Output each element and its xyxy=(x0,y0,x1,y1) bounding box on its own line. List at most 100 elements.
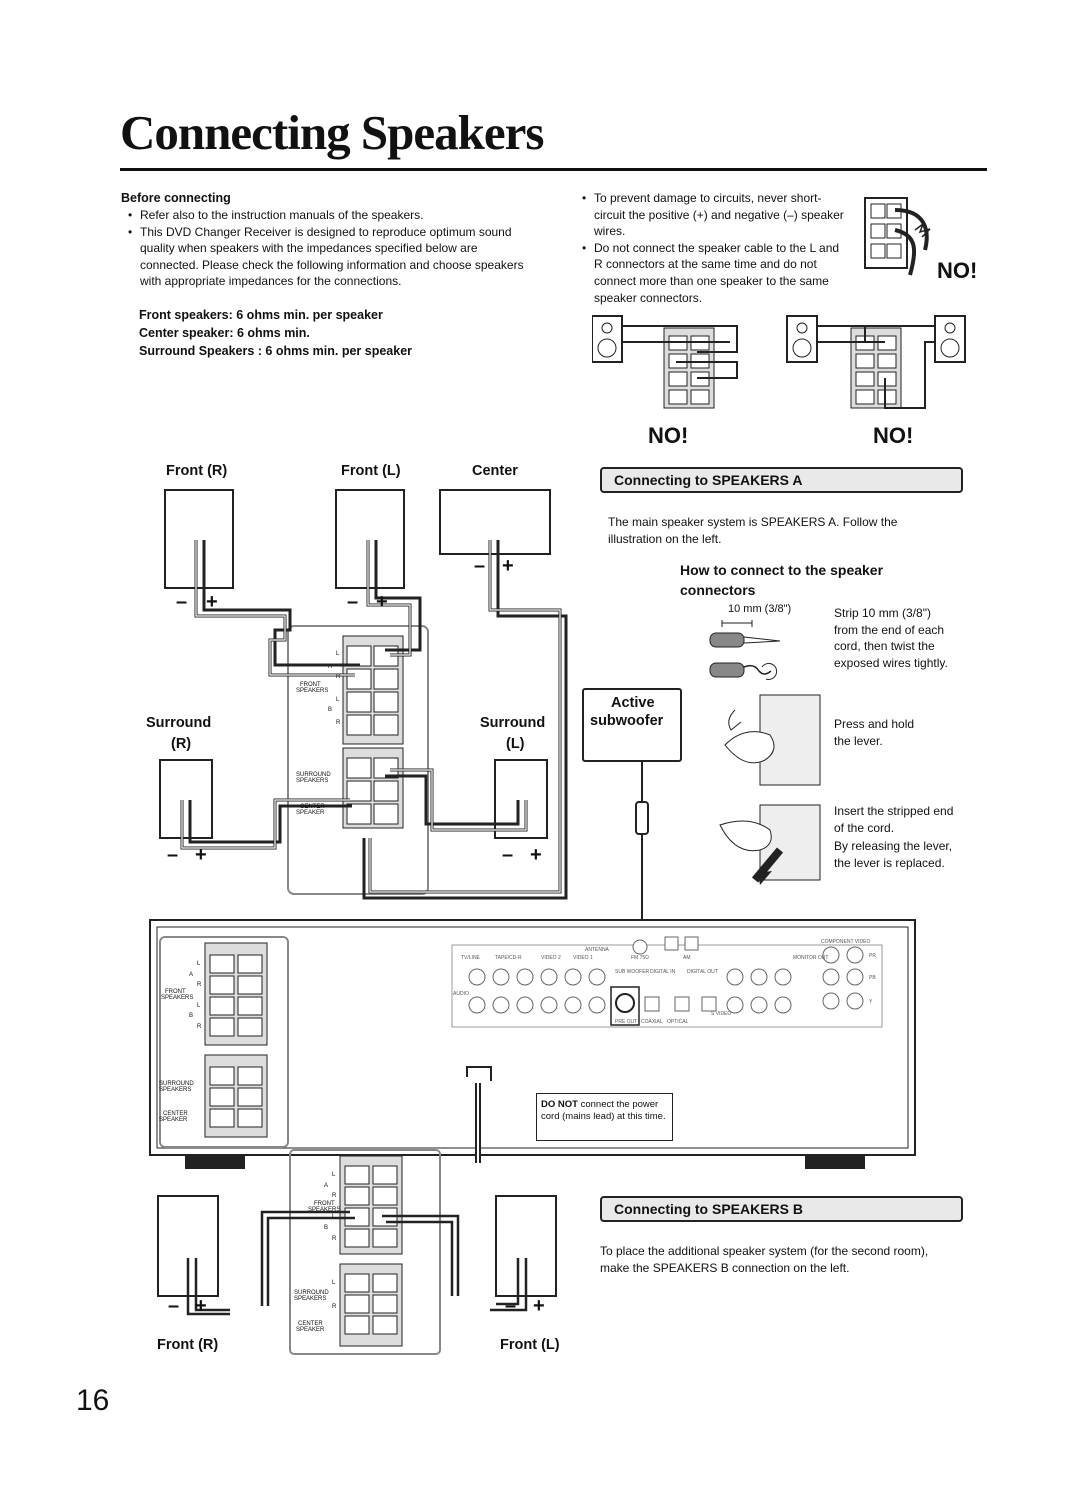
svg-text:L: L xyxy=(336,697,340,703)
svg-text:A: A xyxy=(189,972,193,978)
minus-mark: – xyxy=(168,1295,179,1317)
svg-text:SPEAKERS: SPEAKERS xyxy=(294,1296,326,1302)
plus-mark: + xyxy=(502,555,514,577)
svg-text:R: R xyxy=(332,1236,337,1242)
speakers-a-wiring-diagram: –+ –+ –+ –+ –+ L A R FRONT SPEAKERS L B … xyxy=(159,489,568,900)
svg-text:A: A xyxy=(324,1183,328,1189)
svg-text:SPEAKERS: SPEAKERS xyxy=(296,688,328,694)
svg-text:R: R xyxy=(197,1024,202,1030)
speakers-a-heading: Connecting to SPEAKERS A xyxy=(600,467,963,493)
short-circuit-illustration xyxy=(864,197,931,276)
svg-text:FRONT: FRONT xyxy=(314,1201,335,1207)
svg-text:R: R xyxy=(336,674,341,680)
plus-mark: + xyxy=(376,591,388,613)
svg-text:PRE OUT: PRE OUT xyxy=(615,1019,637,1025)
step-press: Press and hold the lever. xyxy=(834,717,915,748)
svg-text:L: L xyxy=(336,651,340,657)
label-front-l: Front (L) xyxy=(341,463,401,479)
svg-text:FRONT: FRONT xyxy=(165,989,186,995)
no-label: NO! xyxy=(937,258,978,283)
title-rule xyxy=(120,168,987,171)
svg-text:SPEAKERS: SPEAKERS xyxy=(159,1087,191,1093)
page-title: Connecting Speakers xyxy=(120,105,544,160)
svg-text:L: L xyxy=(197,961,201,967)
svg-text:PR: PR xyxy=(869,953,876,959)
svg-text:L: L xyxy=(332,1214,336,1220)
svg-text:L: L xyxy=(332,1280,336,1286)
receiver-rear-panel: L A R FRONT SPEAKERS L B R SURROUND SPEA… xyxy=(149,919,916,1169)
svg-text:R: R xyxy=(332,1304,337,1310)
label-center: Center xyxy=(472,463,518,479)
svg-text:SURROUND: SURROUND xyxy=(159,1081,194,1087)
svg-text:L: L xyxy=(197,1003,201,1009)
subwoofer-box xyxy=(582,688,682,762)
svg-text:SPEAKERS: SPEAKERS xyxy=(296,778,328,784)
impedance-front: Front speakers: 6 ohms min. per speaker xyxy=(139,308,383,322)
svg-text:SPEAKER: SPEAKER xyxy=(159,1117,188,1123)
svg-text:PB: PB xyxy=(869,975,876,981)
warning-bullet: Do not connect the speaker cable to the … xyxy=(582,240,850,306)
power-note-bold: DO NOT xyxy=(541,1099,578,1110)
svg-text:AUDIO: AUDIO xyxy=(453,991,469,997)
svg-text:DIGITAL IN: DIGITAL IN xyxy=(650,969,676,975)
how-to-heading: How to connect to the speaker connectors xyxy=(680,562,884,598)
warning-bullets: To prevent damage to circuits, never sho… xyxy=(582,190,850,306)
wire-prep-illustrations xyxy=(709,620,821,885)
before-bullets: Refer also to the instruction manuals of… xyxy=(128,207,530,290)
before-bullet: This DVD Changer Receiver is designed to… xyxy=(128,224,530,290)
minus-mark: – xyxy=(505,1295,516,1317)
speaker-surround-l xyxy=(494,759,548,839)
minus-mark: – xyxy=(474,555,485,577)
svg-text:TAPE/CD-R: TAPE/CD-R xyxy=(495,955,522,961)
svg-text:CENTER: CENTER xyxy=(163,1111,188,1117)
minus-mark: – xyxy=(347,591,358,613)
svg-text:SPEAKERS: SPEAKERS xyxy=(308,1207,340,1213)
label-surround-l: Surround xyxy=(480,715,546,731)
svg-text:R: R xyxy=(197,982,202,988)
speakers-b-wiring-diagram: –+ –+ L A R FRONT SPEAKERS L B R L SURRO… xyxy=(157,1149,557,1355)
power-cord-note: DO NOT connect the power cord (mains lea… xyxy=(536,1093,673,1141)
plus-mark: + xyxy=(195,1295,207,1317)
speaker-front-r xyxy=(164,489,234,589)
speaker-front-l xyxy=(335,489,405,589)
svg-text:R: R xyxy=(332,1193,337,1199)
svg-text:DIGITAL OUT: DIGITAL OUT xyxy=(687,969,718,975)
impedance-list: Front speakers: 6 ohms min. per speaker … xyxy=(139,306,412,360)
svg-text:S VIDEO: S VIDEO xyxy=(711,1011,731,1017)
svg-text:CENTER: CENTER xyxy=(298,1321,323,1327)
svg-text:R: R xyxy=(336,720,341,726)
svg-text:VIDEO 1: VIDEO 1 xyxy=(573,955,593,961)
wrong-wiring-diagram-1 xyxy=(592,315,738,409)
svg-text:SPEAKERS: SPEAKERS xyxy=(161,995,193,1001)
plus-mark: + xyxy=(195,844,207,866)
speakers-b-text: To place the additional speaker system (… xyxy=(600,1244,929,1275)
label-b-front-l: Front (L) xyxy=(500,1337,560,1353)
before-bullet: Refer also to the instruction manuals of… xyxy=(128,207,530,224)
no-label: NO! xyxy=(648,423,689,448)
svg-text:FM 75Ω: FM 75Ω xyxy=(631,955,649,961)
svg-text:MONITOR OUT: MONITOR OUT xyxy=(793,955,828,961)
label-subwoofer: subwoofer xyxy=(590,713,664,729)
step-strip: Strip 10 mm (3/8") from the end of each … xyxy=(834,606,948,670)
step-insert: Insert the stripped end of the cord. xyxy=(834,804,954,835)
svg-text:TV/LINE: TV/LINE xyxy=(461,955,481,961)
plus-mark: + xyxy=(533,1295,545,1317)
speakers-a-text: The main speaker system is SPEAKERS A. F… xyxy=(608,515,898,546)
plus-mark: + xyxy=(530,844,542,866)
svg-text:ANTENNA: ANTENNA xyxy=(585,947,610,953)
minus-mark: – xyxy=(502,844,513,866)
svg-text:B: B xyxy=(328,707,332,713)
svg-text:COAXIAL: COAXIAL xyxy=(641,1019,663,1025)
label-l: (L) xyxy=(506,736,525,752)
speakers-b-heading: Connecting to SPEAKERS B xyxy=(600,1196,963,1222)
svg-text:Y: Y xyxy=(869,999,873,1005)
power-note-text: connect the power cord (mains lead) at t… xyxy=(541,1099,666,1122)
strip-measure: 10 mm (3/8") xyxy=(728,603,792,615)
svg-text:VIDEO 2: VIDEO 2 xyxy=(541,955,561,961)
page-number: 16 xyxy=(76,1384,110,1417)
label-active: Active xyxy=(611,695,655,711)
svg-text:L: L xyxy=(332,1172,336,1178)
svg-text:SPEAKER: SPEAKER xyxy=(296,810,325,816)
svg-text:B: B xyxy=(189,1013,193,1019)
svg-text:B: B xyxy=(324,1225,328,1231)
